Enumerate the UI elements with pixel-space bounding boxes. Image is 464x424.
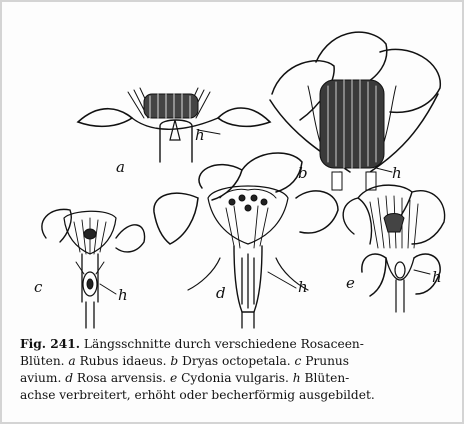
label-b: b: [298, 164, 308, 182]
caption-line-4: achse verbreitert, erhöht oder becherför…: [20, 387, 450, 404]
caption-text: Blüten.: [20, 354, 65, 368]
caption-species: Cydonia vulgaris.: [181, 371, 289, 385]
label-h-e: h: [432, 268, 442, 286]
label-h-d: h: [298, 278, 308, 296]
caption-species: Dryas octopetala.: [182, 354, 291, 368]
flower-e-cydonia: [343, 185, 444, 312]
caption-line-3: avium. d Rosa arvensis. e Cydonia vulgar…: [20, 370, 450, 387]
flower-d-rosa: [154, 153, 338, 328]
caption-line-1: Fig. 241. Längsschnitte durch verschiede…: [20, 336, 450, 353]
caption-key: c: [294, 354, 301, 368]
flower-a-rubus: [78, 88, 270, 162]
caption-species: avium.: [20, 371, 61, 385]
figure-caption: Fig. 241. Längsschnitte durch verschiede…: [20, 336, 450, 404]
caption-key: h: [293, 371, 301, 385]
caption-species: Prunus: [305, 354, 349, 368]
caption-key: e: [170, 371, 177, 385]
caption-key: b: [170, 354, 178, 368]
caption-text: Blüten-: [305, 371, 350, 385]
label-e: e: [346, 274, 355, 292]
label-h-b: h: [392, 164, 402, 182]
label-c: c: [34, 278, 43, 296]
caption-key: a: [68, 354, 75, 368]
caption-species: Rosa arvensis.: [77, 371, 166, 385]
caption-line-1-text: Längsschnitte durch verschiedene Rosacee…: [84, 337, 364, 351]
label-d: d: [216, 284, 226, 302]
caption-key: d: [65, 371, 73, 385]
botanical-illustration: a h b h c h d h e h: [20, 22, 448, 332]
label-h-c: h: [118, 286, 128, 304]
label-a: a: [116, 158, 125, 176]
figure-number: Fig. 241.: [20, 337, 80, 351]
caption-species: Rubus idaeus.: [80, 354, 167, 368]
flower-b-dryas: [270, 32, 440, 190]
caption-line-2: Blüten. a Rubus idaeus. b Dryas octopeta…: [20, 353, 450, 370]
flower-c-prunus: [42, 209, 145, 328]
label-h-a: h: [195, 126, 205, 144]
